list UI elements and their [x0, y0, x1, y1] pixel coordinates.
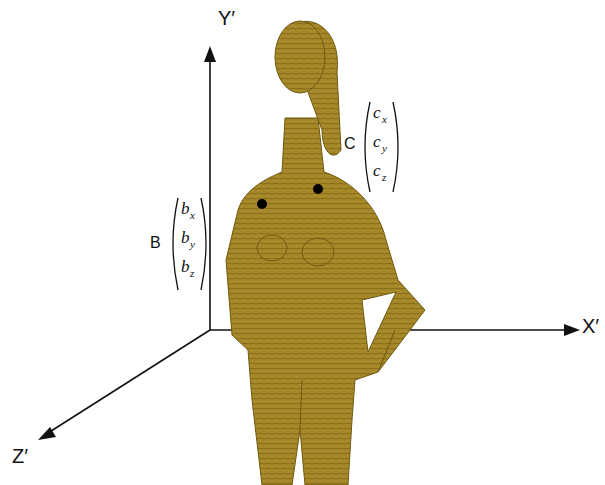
vector-component: b	[181, 258, 190, 275]
vector-component: b	[181, 229, 190, 246]
vector-component: c	[373, 104, 381, 121]
component-subscript: z	[190, 268, 194, 279]
axis-label: Z′	[12, 446, 28, 466]
vector-brackets	[173, 102, 398, 290]
component-subscript: z	[382, 172, 386, 183]
component-subscript: y	[382, 143, 387, 154]
vector-component: c	[373, 162, 381, 179]
axis-label: X′	[582, 316, 599, 336]
component-subscript: x	[382, 114, 387, 125]
vector-component: b	[181, 200, 190, 217]
component-subscript: y	[190, 239, 195, 250]
vector-component: c	[373, 133, 381, 150]
point-label: C	[344, 136, 356, 152]
axis-label: Y′	[218, 8, 235, 28]
point-marker	[313, 184, 323, 194]
point-marker	[257, 199, 267, 209]
point-label: B	[150, 235, 161, 251]
human-model	[226, 21, 425, 485]
component-subscript: x	[190, 210, 195, 221]
